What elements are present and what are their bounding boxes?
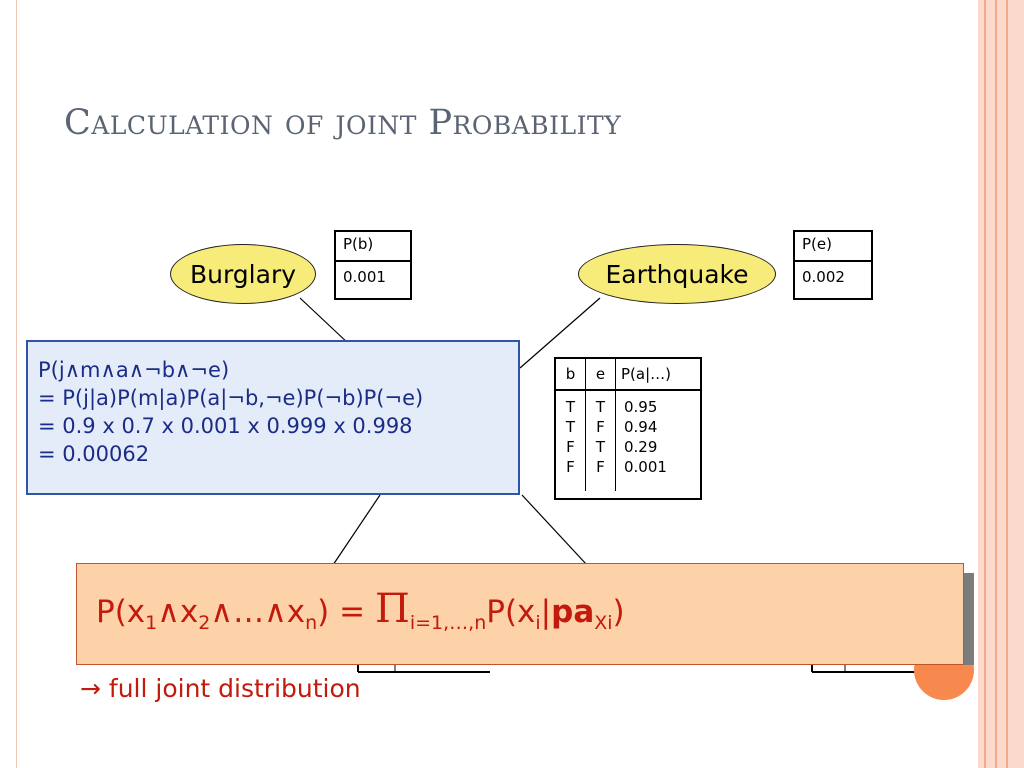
cpt-burglary-header: P(b) bbox=[336, 232, 410, 262]
formula-sub: i bbox=[535, 612, 541, 635]
cpt-alarm-header-e: e bbox=[586, 359, 616, 389]
cpt-alarm-col-p: 0.95 0.94 0.29 0.001 bbox=[616, 397, 700, 491]
cpt-earthquake: P(e) 0.002 bbox=[793, 230, 873, 300]
calc-line-3: = 0.9 x 0.7 x 0.001 x 0.999 x 0.998 bbox=[38, 414, 413, 438]
formula-part: ∧x bbox=[157, 594, 199, 630]
cpt-alarm-header-row: b e P(a|…) bbox=[556, 359, 700, 391]
calculation-box: P(j∧m∧a∧¬b∧¬e) = P(j|a)P(m|a)P(a|¬b,¬e)P… bbox=[26, 340, 520, 495]
cpt-alarm-cell: F bbox=[596, 418, 605, 436]
cpt-alarm-cell: T bbox=[565, 418, 576, 436]
node-burglary-label: Burglary bbox=[189, 259, 297, 289]
node-burglary: Burglary bbox=[170, 244, 316, 304]
cpt-alarm-cell: 0.95 bbox=[624, 398, 658, 416]
right-decor-line bbox=[1006, 0, 1008, 768]
calc-line-1: P(j∧m∧a∧¬b∧¬e) bbox=[38, 358, 230, 382]
right-decor-line bbox=[995, 0, 997, 768]
cpt-alarm-header-p: P(a|…) bbox=[621, 365, 671, 383]
node-earthquake: Earthquake bbox=[578, 244, 776, 304]
cpt-burglary: P(b) 0.001 bbox=[334, 230, 412, 300]
cpt-alarm-cell: T bbox=[565, 398, 576, 416]
cpt-burglary-value: 0.001 bbox=[343, 268, 386, 286]
edge-burglary-alarm bbox=[299, 297, 351, 346]
edge-earthquake-alarm bbox=[519, 297, 601, 369]
cpt-alarm-cell: T bbox=[595, 398, 606, 416]
formula-part: ) = bbox=[317, 594, 375, 630]
cpt-alarm-header-b: b bbox=[556, 359, 586, 389]
formula-sub: i=1,…,n bbox=[409, 612, 487, 635]
formula-sub: n bbox=[305, 612, 318, 635]
edge-alarm-mary bbox=[521, 494, 588, 566]
edge-alarm-john bbox=[332, 494, 381, 566]
cpt-alarm-cell: F bbox=[596, 458, 605, 476]
product-symbol: Π bbox=[374, 586, 410, 632]
formula-part: ∧…∧x bbox=[210, 594, 306, 630]
formula-part: P(x bbox=[96, 594, 146, 630]
cpt-earthquake-value: 0.002 bbox=[802, 268, 845, 286]
calc-line-4: = 0.00062 bbox=[38, 442, 150, 466]
right-decor-line bbox=[984, 0, 986, 768]
cpt-alarm-col-e: T F T F bbox=[586, 391, 616, 491]
cpt-alarm-cell: T bbox=[595, 438, 606, 456]
left-page-rule bbox=[16, 0, 17, 768]
formula-part: | bbox=[540, 594, 552, 630]
cpt-alarm-cell: F bbox=[566, 458, 575, 476]
formula-sub: Xi bbox=[594, 612, 613, 635]
formula-parents: pa bbox=[551, 594, 595, 630]
cpt-alarm-cell: 0.001 bbox=[624, 458, 667, 476]
cpt-alarm-col-b: T T F F bbox=[556, 391, 586, 491]
formula-part: P(x bbox=[486, 594, 536, 630]
cpt-alarm-cell: 0.29 bbox=[624, 438, 658, 456]
slide-title: Calculation of joint Probability bbox=[64, 103, 622, 143]
cpt-alarm-cell: F bbox=[566, 438, 575, 456]
node-earthquake-label: Earthquake bbox=[605, 259, 749, 289]
formula-sub: 2 bbox=[198, 612, 211, 635]
formula-part: ) bbox=[612, 594, 625, 630]
cpt-alarm-body: T T F F T F T F 0.95 0.94 0.29 0.001 bbox=[556, 391, 700, 491]
cpt-earthquake-header: P(e) bbox=[795, 232, 871, 262]
cpt-alarm: b e P(a|…) T T F F T F T F 0.95 0.94 0.2… bbox=[554, 357, 702, 500]
full-joint-note: → full joint distribution bbox=[80, 674, 361, 703]
formula-box bbox=[76, 563, 964, 665]
calc-line-2: = P(j|a)P(m|a)P(a|¬b,¬e)P(¬b)P(¬e) bbox=[38, 386, 424, 410]
chain-rule-formula: P(x1∧x2∧…∧xn) = Πi=1,…,nP(xi|paXi) bbox=[96, 586, 625, 634]
formula-sub: 1 bbox=[145, 612, 158, 635]
cpt-alarm-cell: 0.94 bbox=[624, 418, 658, 436]
